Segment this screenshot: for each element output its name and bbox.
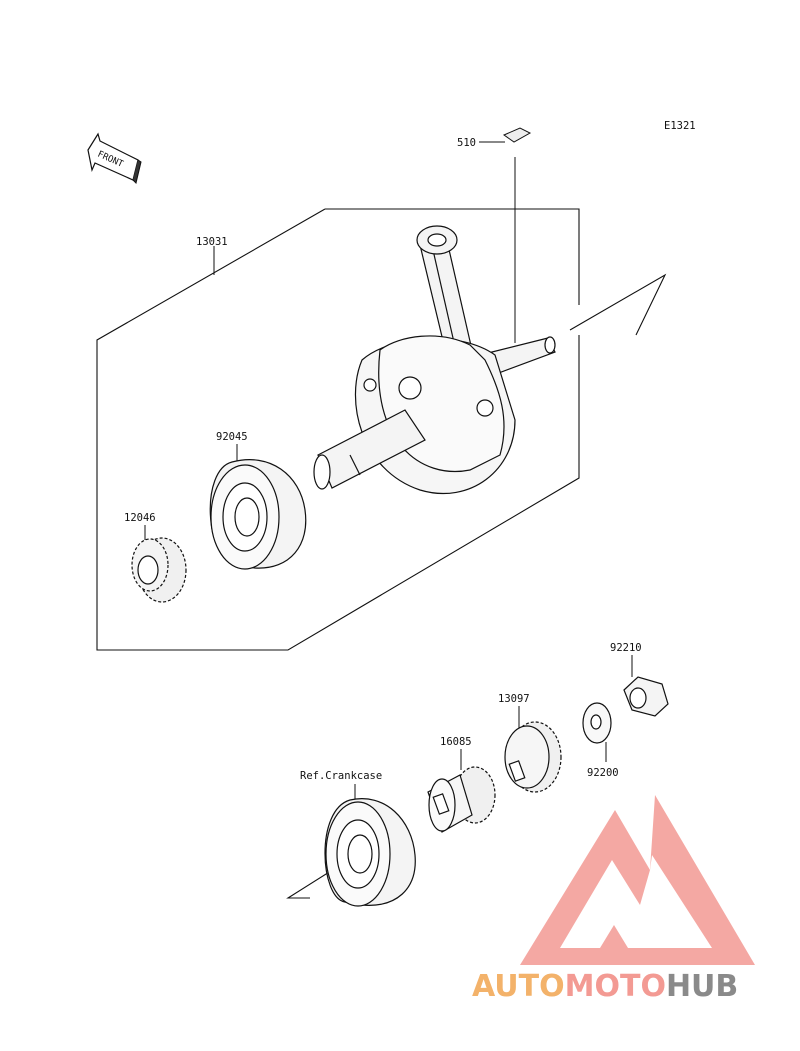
watermark-hub: HUB <box>666 969 738 1004</box>
label-ref-crankcase: Ref.Crankcase <box>300 770 382 782</box>
front-arrow-icon: FRONT <box>87 132 142 184</box>
watermark-moto: MOTO <box>565 969 666 1004</box>
diagram-code: E1321 <box>664 120 696 132</box>
ball-bearing-icon <box>209 459 307 570</box>
label-12046: 12046 <box>124 512 156 524</box>
nut-icon <box>623 676 669 717</box>
balancer-gear-icon <box>427 766 496 833</box>
watermark: AUTOMOTOHUB <box>472 969 738 1004</box>
crankcase-bearing-icon <box>324 798 416 907</box>
driven-gear-icon <box>504 721 562 793</box>
woodruff-key-icon <box>502 127 532 143</box>
label-510: 510 <box>457 137 476 149</box>
crankshaft-gear-icon <box>131 537 187 603</box>
svg-text:AUTOMOTOHUB: AUTOMOTOHUB <box>472 969 738 1004</box>
crankshaft-assembly-box <box>96 208 580 651</box>
label-13031: 13031 <box>196 236 228 248</box>
label-16085: 16085 <box>440 736 472 748</box>
crankshaft-icon <box>313 225 556 495</box>
watermark-logo-icon <box>520 795 755 965</box>
label-92045: 92045 <box>216 431 248 443</box>
label-92210: 92210 <box>610 642 642 654</box>
washer-icon <box>582 702 612 744</box>
watermark-auto: AUTO <box>472 969 565 1004</box>
label-92200: 92200 <box>587 767 619 779</box>
label-13097: 13097 <box>498 693 530 705</box>
